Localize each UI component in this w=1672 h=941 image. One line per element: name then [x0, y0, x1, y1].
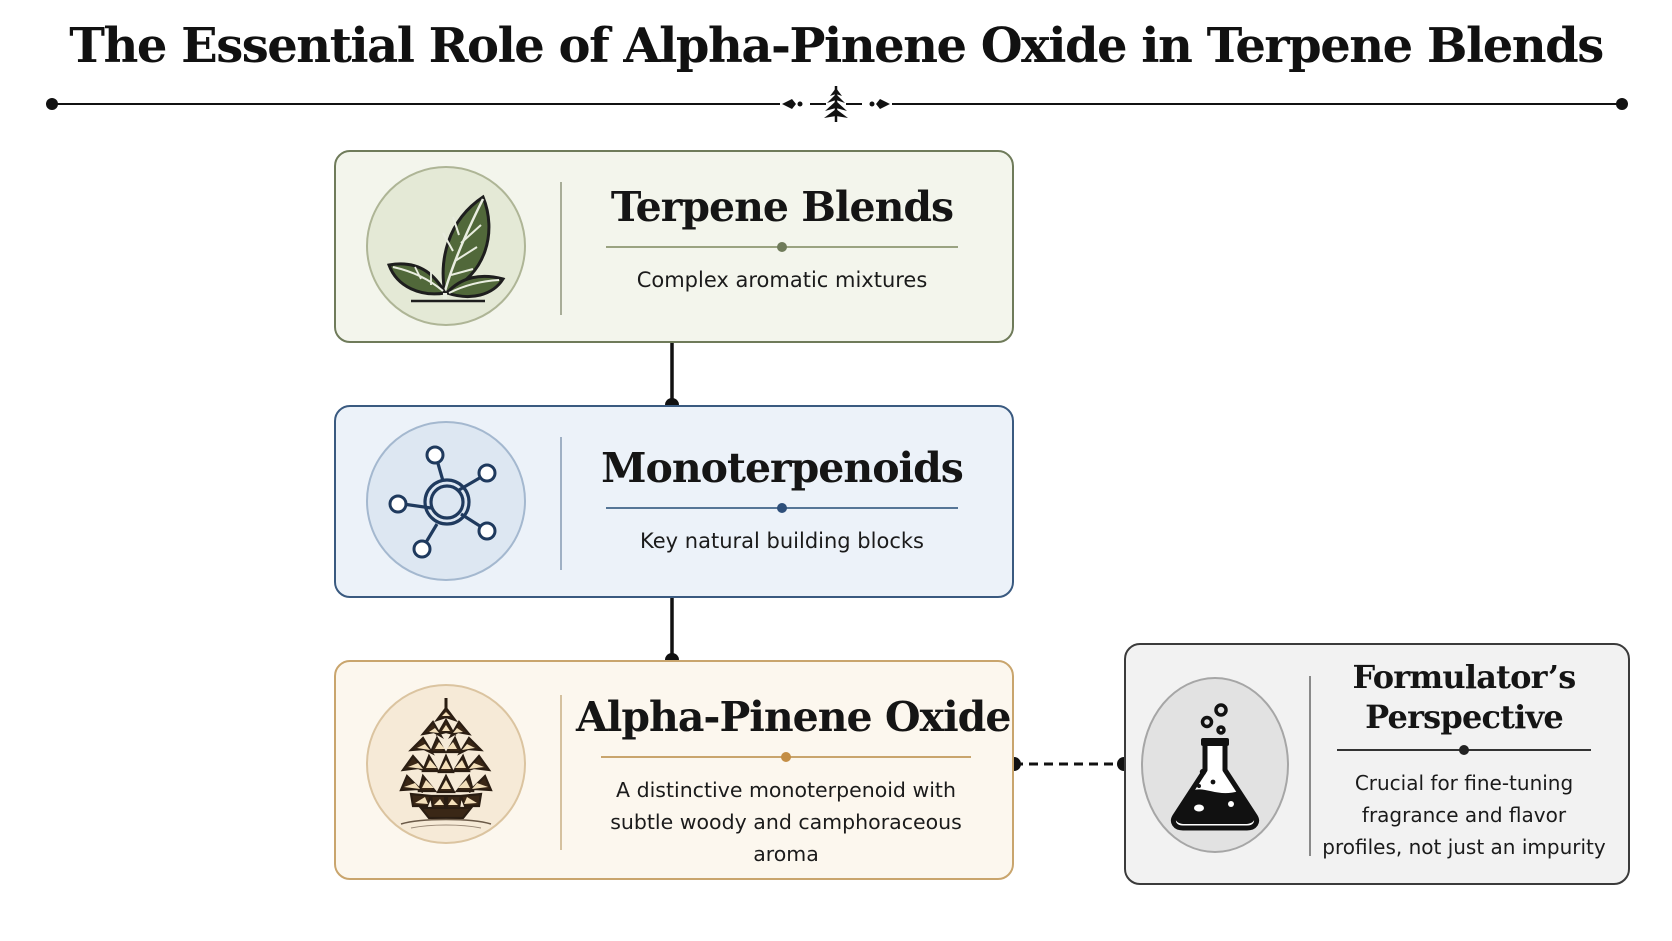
description-line: profiles, not just an impurity: [1322, 835, 1606, 859]
node-title: Alpha-Pinene Oxide: [576, 693, 1011, 741]
edge-mono-to-alpha: [665, 598, 679, 667]
node-terpene-blends: Terpene Blends Complex aromatic mixtures: [334, 150, 1014, 343]
description-line: fragrance and flavor: [1361, 803, 1567, 827]
node-description: Complex aromatic mixtures: [636, 268, 928, 292]
title-line: Formulator’s: [1352, 658, 1577, 696]
page-title: The Essential Role of Alpha-Pinene Oxide…: [69, 18, 1604, 74]
flask-medallion: [1141, 677, 1289, 853]
description-line: Crucial for fine-tuning: [1354, 771, 1574, 795]
separator-line: [560, 437, 562, 570]
molecule-icon: [388, 445, 497, 559]
node-description: Crucial for fine-tuning fragrance and fl…: [1319, 767, 1609, 863]
separator-line: [560, 695, 562, 850]
leaf-icon: [386, 194, 506, 303]
pinecone-icon: [399, 698, 493, 829]
description-line: A distinctive monoterpenoid with: [616, 778, 956, 802]
node-content: Formulator’s Perspective Crucial for fin…: [1319, 657, 1609, 863]
title-rule: [601, 752, 971, 762]
separator-line: [1309, 676, 1311, 856]
pinecone-medallion: [366, 684, 526, 844]
title-rule: [1337, 745, 1591, 755]
pine-ornament-icon: [782, 86, 890, 122]
molecule-medallion: [366, 421, 526, 581]
node-alpha-pinene-oxide: Alpha-Pinene Oxide A distinctive monoter…: [334, 660, 1014, 880]
node-title: Terpene Blends: [610, 183, 954, 231]
title-rule: [606, 503, 958, 513]
node-content: Monoterpenoids Key natural building bloc…: [596, 443, 968, 557]
node-monoterpenoids: Monoterpenoids Key natural building bloc…: [334, 405, 1014, 598]
title-rule: [606, 242, 958, 252]
node-description: A distinctive monoterpenoid with subtle …: [576, 774, 996, 870]
node-formulators-perspective: Formulator’s Perspective Crucial for fin…: [1124, 643, 1630, 885]
leaf-medallion: [366, 166, 526, 326]
flask-icon: [1170, 703, 1260, 831]
node-content: Alpha-Pinene Oxide A distinctive monoter…: [576, 692, 1011, 870]
node-title: Monoterpenoids: [601, 444, 964, 492]
edge-alpha-to-formulator: [1007, 757, 1131, 771]
node-description: Key natural building blocks: [640, 529, 924, 553]
node-title: Formulator’s Perspective: [1319, 657, 1609, 737]
description-line: subtle woody and camphoraceous aroma: [610, 810, 962, 866]
edge-terpene-to-mono: [665, 343, 679, 412]
ornamental-divider: [46, 86, 1628, 122]
title-line: Perspective: [1365, 698, 1564, 736]
node-content: Terpene Blends Complex aromatic mixtures: [596, 182, 968, 296]
separator-line: [560, 182, 562, 315]
